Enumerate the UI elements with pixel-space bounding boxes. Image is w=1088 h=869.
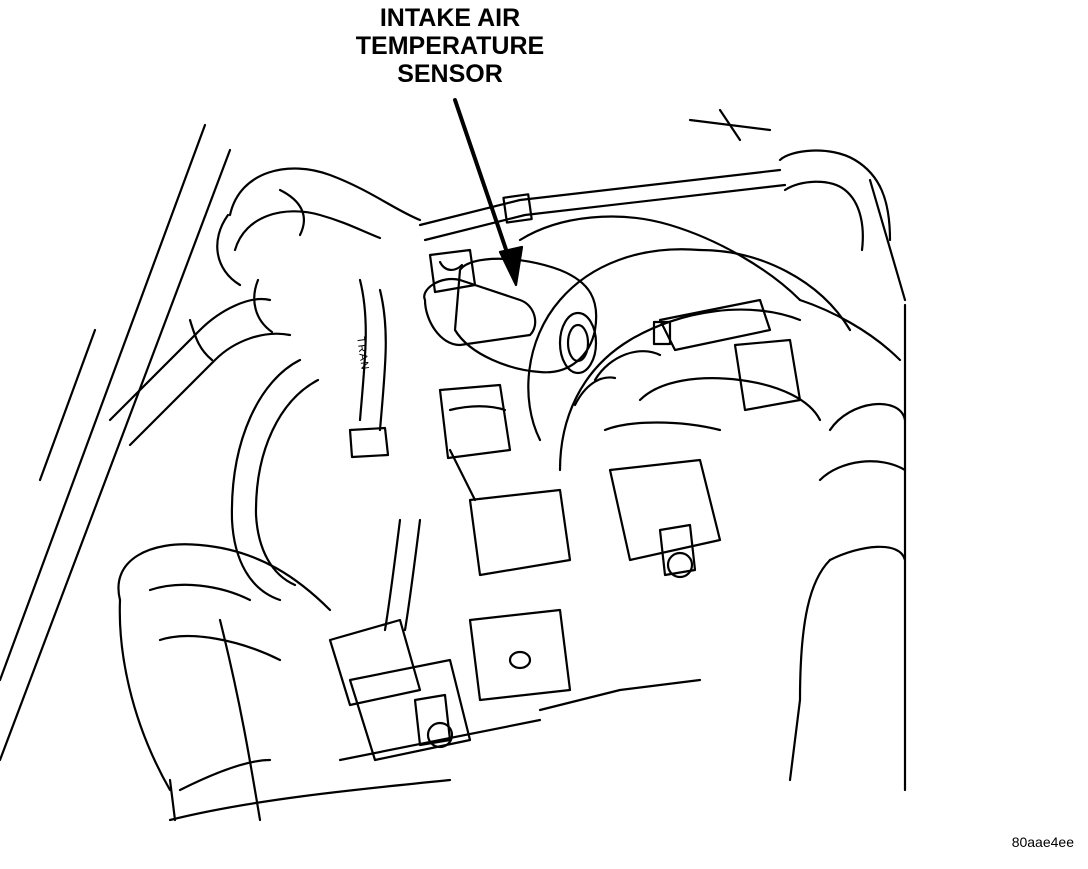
canister [790,404,905,780]
center-connector [330,385,570,705]
callout-line-3: SENSOR [397,60,503,88]
callout-line-1: INTAKE AIR [379,4,521,32]
fender-edge [0,125,230,760]
upper-hose [110,168,420,445]
arrow-pointer-icon [455,100,522,285]
figure-id: 80aae4ee [1011,834,1074,850]
intake-tube [520,110,905,790]
callout-label: INTAKE AIR TEMPERATURE SENSOR [330,4,570,88]
wire-harness [232,280,420,630]
callout-line-2: TEMPERATURE [355,32,545,60]
right-fitting [605,300,820,430]
bolt-mounts [340,460,720,760]
lower-hose [118,544,330,820]
scene-bottom [170,680,700,820]
vacuum-line [420,151,890,250]
